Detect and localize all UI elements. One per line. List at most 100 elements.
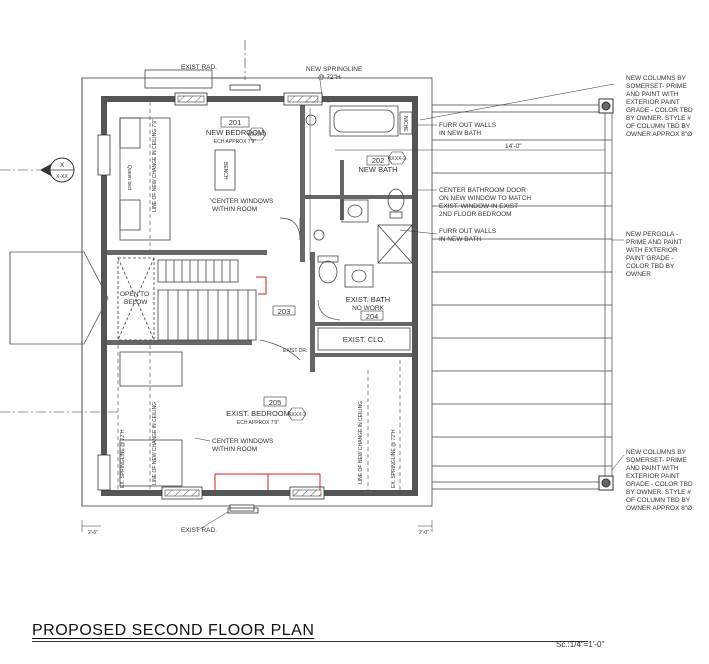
room-204-number: 204 (366, 312, 379, 321)
svg-text:BY OWNER. STYLE #: BY OWNER. STYLE # (626, 115, 691, 122)
svg-text:OWNER: OWNER (626, 271, 651, 278)
callout-center-door: CENTER BATHROOM DOOR ON NEW WINDOW TO MA… (439, 187, 531, 218)
exterior-walls (101, 96, 418, 496)
svg-text:CENTER BATHROOM DOOR: CENTER BATHROOM DOOR (439, 187, 526, 194)
center-windows-a-line-2: WITHIN ROOM (212, 206, 257, 213)
room-202-name: NEW BATH (358, 165, 397, 174)
doors (259, 217, 341, 361)
ex-springline-label-a: EX. SPRINGLINE @ 72"H (120, 429, 126, 488)
center-windows-b-line-1: CENTER WINDOWS (212, 438, 274, 445)
section-marker-top: X (60, 162, 65, 169)
room-204-name: EXIST. BATH (346, 295, 390, 304)
line-change-label-b: LINE OF NEW CHANGE IN CEILING (152, 402, 158, 485)
svg-text:NEW COLUMNS BY: NEW COLUMNS BY (626, 449, 687, 456)
callout-furr-bottom: FURR OUT WALLS IN NEW BATH (439, 228, 497, 243)
dim-2-0-label: 2'-0" (419, 530, 429, 536)
room-204-sub: NO WORK (352, 305, 384, 312)
title-rule (32, 641, 588, 642)
springline-top-line-1: NEW SPRINGLINE (306, 66, 363, 73)
svg-text:WITH EXTERIOR: WITH EXTERIOR (626, 247, 678, 254)
closet-name: EXIST. CLO. (343, 335, 386, 344)
exist-rad-top-label: EXIST RAD. (181, 64, 217, 71)
window-tag-1: XXXX-2 (248, 132, 266, 138)
callout-columns-bottom: NEW COLUMNS BY SOMERSET- PRIME AND PAINT… (626, 449, 693, 512)
bath-fixtures (305, 105, 413, 351)
left-dormer-roof (9, 251, 109, 345)
line-change-label-c: LINE OF NEW CHANGE IN CEILING (358, 401, 364, 484)
window-tag-3: XXXX-2 (288, 412, 306, 418)
svg-text:EXIST. WINDOW IN EXIST: EXIST. WINDOW IN EXIST (439, 203, 518, 210)
callout-pergola: NEW PERGOLA - PRIME AND PAINT WITH EXTER… (626, 231, 682, 278)
room-201-height: ECH APPROX 7'9" (214, 139, 256, 145)
section-marker (40, 157, 75, 183)
room-201-name: NEW BEDROOM (206, 128, 264, 137)
svg-text:OWNER APPROX 8"Ø: OWNER APPROX 8"Ø (626, 505, 692, 512)
window-tags (247, 127, 407, 421)
interior-walls (107, 102, 412, 372)
furniture (119, 117, 236, 487)
bench-label: BENCH (222, 162, 228, 180)
line-change-label-a: LINE OF NEW CHANGE IN CEILING 7'9" (152, 119, 158, 212)
svg-text:2ND FLOOR BEDROOM: 2ND FLOOR BEDROOM (439, 211, 512, 218)
svg-text:IN NEW BATH: IN NEW BATH (439, 130, 481, 137)
dim-2-6-label: 2'-6" (88, 530, 98, 536)
section-marker-bottom: X-XX (56, 174, 68, 180)
plan-scale: Sc.:1/4"=1'-0" (556, 640, 605, 649)
callout-furr-top: FURR OUT WALLS IN NEW BATH (439, 122, 497, 137)
room-205-number: 205 (269, 398, 282, 407)
svg-text:NEW PERGOLA -: NEW PERGOLA - (626, 231, 678, 238)
svg-text:AND PAINT WITH: AND PAINT WITH (626, 91, 679, 98)
svg-text:GRADE - COLOR TBD: GRADE - COLOR TBD (626, 107, 693, 114)
stairs (117, 257, 257, 341)
niche-label: NICHE (402, 116, 408, 132)
red-marks (214, 276, 321, 490)
ex-springline-label-b: EX. SPRINGLINE @ 72"H (391, 429, 397, 488)
callout-columns-top: NEW COLUMNS BY SOMERSET- PRIME AND PAINT… (626, 75, 693, 138)
room-202-number: 202 (372, 156, 385, 165)
dimension-lines (81, 108, 605, 532)
springline-top-line-2: @ 72"H (318, 74, 341, 81)
svg-text:PAINT GRADE -: PAINT GRADE - (626, 255, 673, 262)
svg-text:EXTERIOR PAINT: EXTERIOR PAINT (626, 473, 680, 480)
svg-text:BY OWNER. STYLE #: BY OWNER. STYLE # (626, 489, 691, 496)
ceiling-lines (117, 101, 401, 490)
svg-text:COLOR TBD BY: COLOR TBD BY (626, 263, 675, 270)
dim-14-label: 14'-0" (505, 143, 522, 150)
room-203-number: 203 (278, 307, 291, 316)
roof-outline (81, 69, 433, 507)
room-201-number: 201 (229, 118, 242, 127)
svg-text:IN NEW BATH: IN NEW BATH (439, 236, 481, 243)
svg-text:AND PAINT WITH: AND PAINT WITH (626, 465, 679, 472)
room-205-name: EXIST. BEDROOM (226, 409, 290, 418)
svg-text:OF COLUMN TBD BY: OF COLUMN TBD BY (626, 497, 691, 504)
svg-text:FURR OUT WALLS: FURR OUT WALLS (439, 122, 497, 129)
svg-text:ON NEW WINDOW TO MATCH: ON NEW WINDOW TO MATCH (439, 195, 531, 202)
center-windows-b-line-2: WITHIN ROOM (212, 446, 257, 453)
plan-title: PROPOSED SECOND FLOOR PLAN (32, 622, 315, 639)
window-hatching (164, 95, 322, 497)
leader-lines (194, 77, 625, 531)
radiators (227, 84, 261, 514)
exist-rad-bottom-label: EXIST RAD. (181, 527, 217, 534)
svg-text:PRIME AND PAINT: PRIME AND PAINT (626, 239, 682, 246)
svg-text:FURR OUT WALLS: FURR OUT WALLS (439, 228, 497, 235)
svg-text:OF COLUMN TBD BY: OF COLUMN TBD BY (626, 123, 691, 130)
open-to-below-line-1: OPEN TO (120, 291, 149, 298)
pergola (432, 104, 613, 490)
svg-text:SOMERSET- PRIME: SOMERSET- PRIME (626, 457, 687, 464)
svg-text:GRADE - COLOR TBD: GRADE - COLOR TBD (626, 481, 693, 488)
queen-bed-label: Queen bed (126, 165, 132, 190)
svg-text:NEW COLUMNS BY: NEW COLUMNS BY (626, 75, 687, 82)
pergola-columns (598, 98, 614, 491)
svg-text:EXTERIOR PAINT: EXTERIOR PAINT (626, 99, 680, 106)
exist-door-label: EXIST DR. (283, 348, 307, 354)
room-205-height: ECH APPROX 7'9" (237, 420, 279, 426)
section-lines (0, 40, 246, 413)
svg-text:SOMERSET- PRIME: SOMERSET- PRIME (626, 83, 687, 90)
svg-text:OWNER APPROX 8"Ø: OWNER APPROX 8"Ø (626, 131, 692, 138)
window-tag-2: XXXX-2 (388, 156, 406, 162)
center-windows-a-line-1: CENTER WINDOWS (212, 198, 274, 205)
room-number-boxes (220, 116, 390, 407)
open-to-below-line-2: BELOW (124, 299, 148, 306)
